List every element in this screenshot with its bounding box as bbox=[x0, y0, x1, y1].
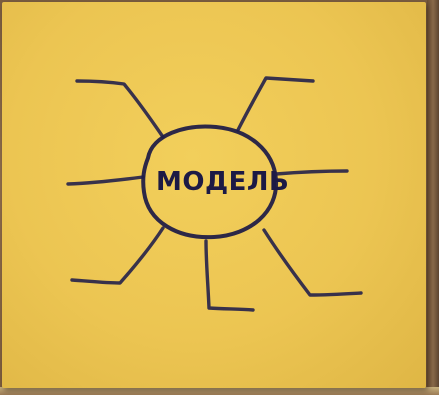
branch-lower-right bbox=[264, 230, 361, 295]
branch-lower-left bbox=[72, 228, 163, 283]
branch-upper-right bbox=[238, 78, 313, 130]
center-label: МОДЕЛЬ bbox=[156, 167, 289, 197]
branch-left bbox=[68, 177, 143, 184]
branch-upper-left bbox=[77, 81, 163, 137]
branch-bottom bbox=[206, 241, 253, 310]
